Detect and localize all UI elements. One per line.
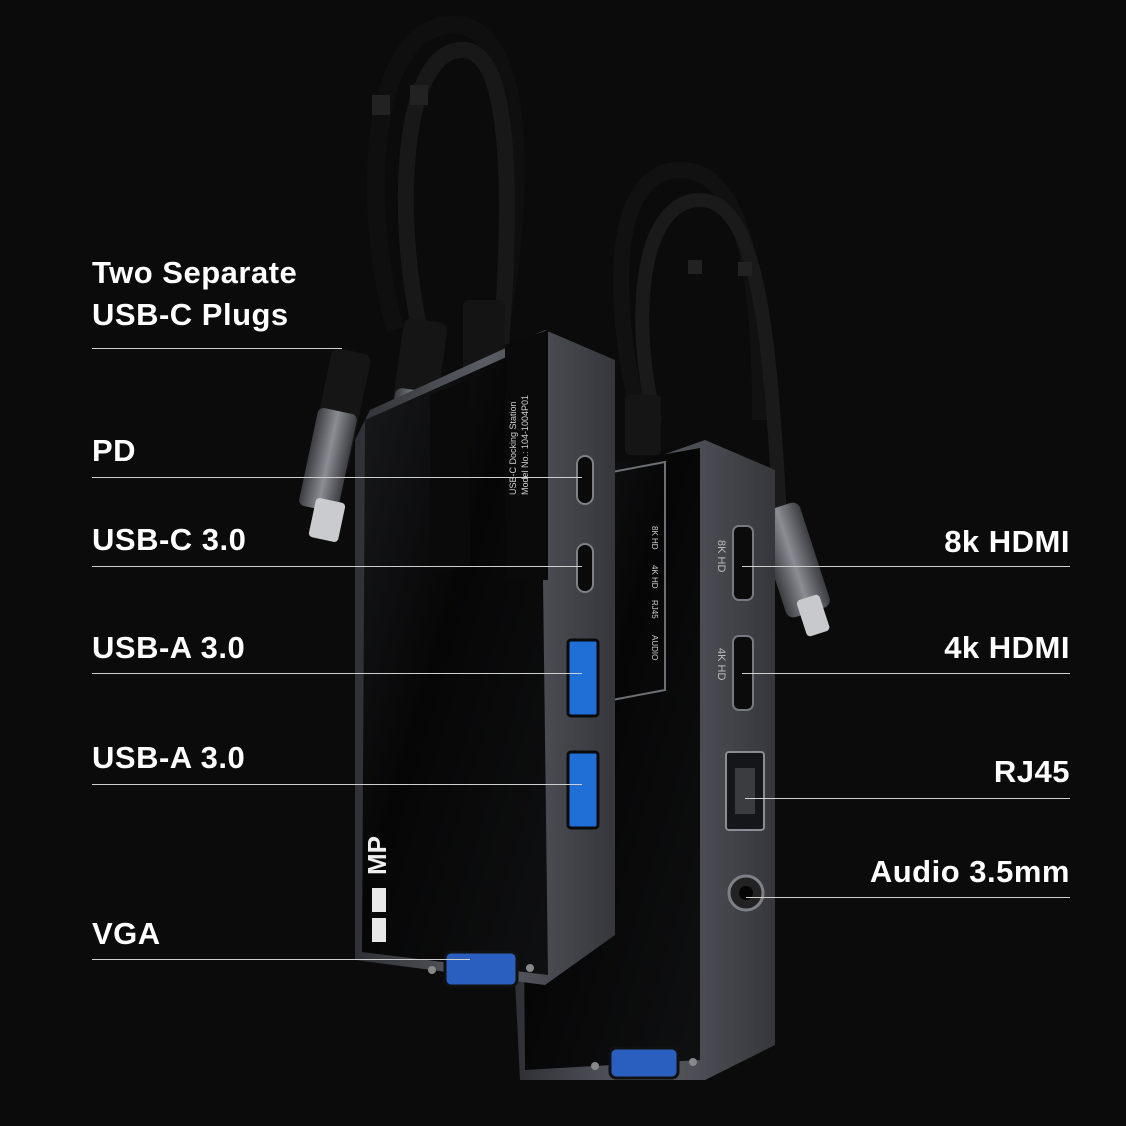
callout-usb-c-plugs: Two Separate USB-C Plugs [92,252,297,336]
callout-hdmi-4k: 4k HDMI [944,627,1070,669]
callout-label: USB-C 3.0 [92,522,247,557]
leader-line-audio [746,897,1070,898]
brand-mark: MP [362,836,392,875]
callout-label: USB-A 3.0 [92,630,246,665]
leader-line-hdmi-8k [742,566,1070,567]
side-mark-8k: 8K HD [715,540,727,572]
leader-line-vga [92,959,470,960]
legend-audio: AUDIO [650,635,659,660]
callout-label: Audio 3.5mm [869,854,1070,889]
legend-8k: 8K HD [650,526,659,550]
callout-label: 4k HDMI [944,630,1070,665]
leader-line-hdmi-4k [742,673,1070,674]
leader-line-usb-c-3 [92,566,582,567]
legend-4k: 4K HD [650,565,659,589]
leader-line-usb-c-plugs [92,348,342,349]
callout-label: PD [92,433,137,468]
callout-usb-a-3-second: USB-A 3.0 [92,737,245,779]
callout-label: Two Separate [92,255,298,290]
callout-label: RJ45 [993,754,1070,789]
callout-rj45: RJ45 [994,751,1070,793]
callout-audio: Audio 3.5mm [870,851,1070,893]
callout-label: USB-C Plugs [92,297,289,332]
leader-line-pd [92,477,582,478]
leader-line-rj45 [745,798,1070,799]
callout-hdmi-8k: 8k HDMI [944,521,1070,563]
callout-usb-a-3-first: USB-A 3.0 [92,627,245,669]
front-dock [299,15,615,988]
callout-label: USB-A 3.0 [92,740,246,775]
side-mark-4k: 4K HD [715,648,727,680]
callout-label: 8k HDMI [944,524,1070,559]
legend-rj45: RJ45 [650,600,659,619]
callout-label: VGA [92,916,161,951]
leader-line-usb-a-3-second [92,784,582,785]
device-label-line-1: USB-C Docking Station [508,401,518,495]
leader-line-usb-a-3-first [92,673,582,674]
callout-pd: PD [92,430,136,472]
callout-usb-c-3: USB-C 3.0 [92,519,246,561]
device-label-line-2: Model No.: 104-1004P01 [520,395,530,495]
callout-vga: VGA [92,913,161,955]
